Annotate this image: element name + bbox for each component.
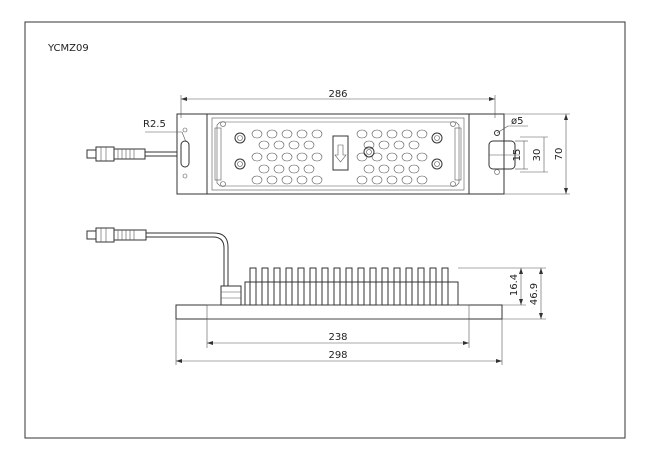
dim-fin-width: 238 bbox=[328, 332, 347, 343]
base-plate bbox=[175, 304, 503, 320]
left-mounting-slot bbox=[180, 140, 190, 168]
side-connector bbox=[86, 227, 147, 243]
drawing-frame bbox=[24, 21, 626, 439]
top-view: 286 R2.5 ø5 15 30 70 bbox=[86, 89, 570, 195]
top-connector bbox=[86, 146, 177, 162]
dim-base-width: 298 bbox=[328, 350, 347, 361]
side-cable bbox=[146, 232, 229, 286]
dim-slot-height: 15 bbox=[512, 149, 523, 162]
dim-corner-radius: R2.5 bbox=[143, 119, 166, 130]
cable-gland bbox=[220, 285, 242, 306]
model-label: YCMZ09 bbox=[47, 43, 89, 54]
heatsink-fins bbox=[244, 267, 459, 306]
dim-hole-diameter: ø5 bbox=[511, 116, 523, 127]
dim-overall-height: 70 bbox=[554, 148, 565, 161]
dim-slot-length: 30 bbox=[532, 149, 543, 162]
center-arrow-plate bbox=[332, 135, 349, 171]
led-lens-array bbox=[251, 129, 428, 185]
module-body bbox=[206, 113, 470, 195]
dim-overall-width: 286 bbox=[328, 89, 347, 100]
side-view: 238 298 16.4 46.9 bbox=[86, 227, 546, 365]
dim-total-height: 46.9 bbox=[529, 283, 540, 305]
dim-fin-height: 16.4 bbox=[509, 274, 520, 296]
arrow-down-icon bbox=[334, 144, 347, 163]
